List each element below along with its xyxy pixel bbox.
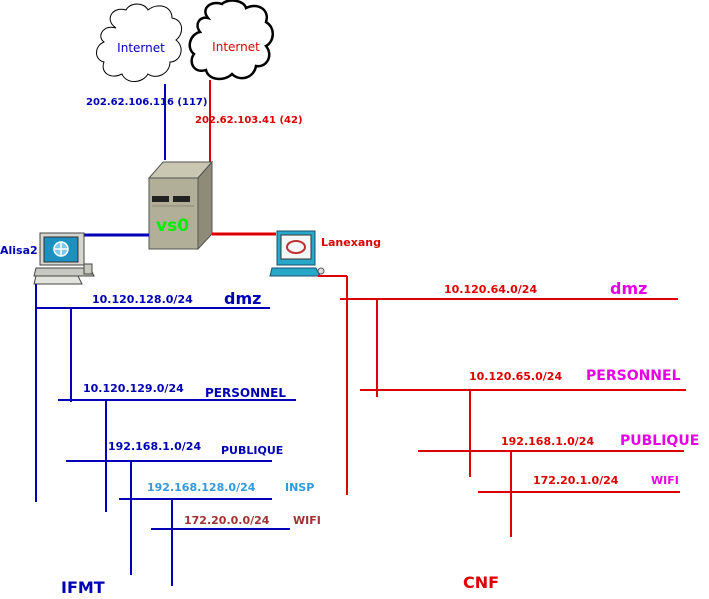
ifmt-insp-name: INSP — [285, 481, 314, 494]
server-name: vs0 — [156, 216, 189, 236]
internet-label-right: Internet — [212, 40, 260, 54]
internet-cloud-left: Internet — [96, 3, 182, 82]
cnf-site-name: CNF — [463, 573, 499, 592]
uplink-ip-right: 202.62.103.41 (42) — [195, 115, 303, 126]
left-router-name: Alisa2 — [0, 244, 38, 257]
cnf-wifi-subnet: 172.20.1.0/24 — [533, 474, 619, 487]
cnf-dmz-name: dmz — [610, 279, 647, 298]
router-terminal-icon — [33, 232, 95, 285]
ifmt-publique-subnet: 192.168.1.0/24 — [108, 440, 201, 453]
ifmt-dmz-subnet: 10.120.128.0/24 — [92, 293, 193, 306]
ifmt-wifi-name: WIFI — [293, 514, 321, 527]
cnf-personnel-subnet: 10.120.65.0/24 — [469, 370, 562, 383]
ifmt-site-name: IFMT — [61, 578, 105, 597]
cnf-dmz-subnet: 10.120.64.0/24 — [444, 283, 537, 296]
ifmt-network: 10.120.128.0/24 dmz 10.120.129.0/24 PERS… — [35, 284, 321, 597]
cnf-personnel-name: PERSONNEL — [586, 368, 681, 384]
right-router-name: Lanexang — [321, 236, 381, 249]
cnf-publique-subnet: 192.168.1.0/24 — [501, 435, 594, 448]
ifmt-dmz-name: dmz — [224, 289, 261, 308]
internet-label-left: Internet — [117, 41, 165, 55]
ifmt-wifi-subnet: 172.20.0.0/24 — [184, 514, 270, 527]
ifmt-publique-name: PUBLIQUE — [221, 444, 283, 457]
ifmt-personnel-name: PERSONNEL — [205, 386, 286, 400]
workstation-icon — [269, 230, 325, 277]
cnf-network: 10.120.64.0/24 dmz 10.120.65.0/24 PERSON… — [318, 275, 699, 592]
ifmt-insp-subnet: 192.168.128.0/24 — [147, 481, 256, 494]
cnf-publique-name: PUBLIQUE — [620, 433, 699, 449]
uplink-ip-left: 202.62.106.116 (117) — [86, 97, 207, 108]
server-tower-icon — [147, 160, 214, 251]
ifmt-personnel-subnet: 10.120.129.0/24 — [83, 382, 184, 395]
internet-cloud-right: Internet — [188, 0, 274, 81]
cnf-wifi-name: WIFI — [651, 474, 679, 487]
